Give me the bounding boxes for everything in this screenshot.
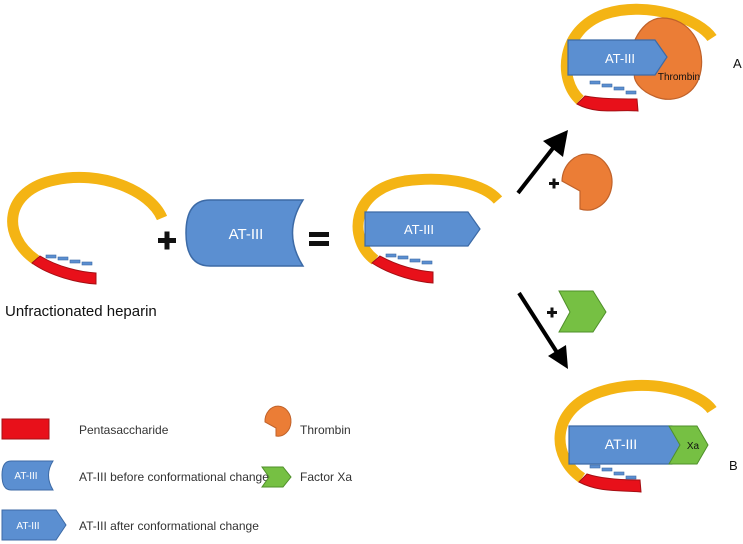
equals-icon [309,232,329,246]
plus-icon [547,307,557,318]
plus-icon [158,231,176,250]
legend-thrombin-swatch [264,405,292,437]
legend-factor-xa-label: Factor Xa [300,470,352,484]
legend-atiii-icon-label: AT-III [14,471,37,482]
binding-site-dashes [589,80,637,95]
legend-atiii-after-label: AT-III after conformational change [79,519,259,533]
legend-pentasaccharide-swatch [1,418,50,440]
factor-xa-free-shape [558,290,607,333]
heparin-arc [352,173,503,265]
unfractionated-heparin-label: Unfractionated heparin [5,303,157,320]
atiii-before-shape: AT-III [185,199,305,267]
binding-site-dashes [589,464,637,480]
legend-atiii-after-swatch: AT-III [1,509,67,541]
atiii-label: AT-III [605,436,637,452]
legend-atiii-before-swatch: AT-III [1,460,54,491]
thrombin-label: Thrombin [658,72,700,83]
pentasaccharide-segment [578,473,642,493]
legend-thrombin-label: Thrombin [300,423,351,437]
atiii-after-shape [567,39,668,76]
factor-xa-bound-shape [668,425,709,465]
legend: Pentasaccharide AT-III AT-III before con… [1,405,352,541]
xa-label: Xa [687,441,700,452]
heparin-arc [560,3,717,105]
thrombin-free-shape [561,153,613,211]
panel-b-label: B [729,458,738,473]
unfractionated-heparin-molecule [7,171,168,285]
legend-atiii-before-label: AT-III before conformational change [79,470,269,484]
heparin-arc [7,171,168,265]
arrow-down-right-icon [517,291,568,369]
atiii-label: AT-III [404,222,434,237]
heparin-atiii-complex: AT-III [352,173,503,284]
binding-site-dashes [385,253,433,265]
legend-atiii-icon-label: AT-III [16,521,39,532]
heparin-arc [554,380,717,483]
arrow-up-right-icon [516,130,568,195]
pentasaccharide-segment [31,255,97,285]
atiii-after-shape [364,211,481,247]
pentasaccharide-segment [576,95,639,112]
pentasaccharide-segment [371,255,434,284]
complex-b-factor-xa: AT-III Xa [554,380,717,493]
complex-a-thrombin: AT-III Thrombin [560,3,717,112]
panel-a-label: A [733,56,742,71]
plus-icon [549,178,559,189]
thrombin-bound-shape [633,17,703,100]
binding-site-dashes [45,254,93,266]
legend-pentasaccharide-label: Pentasaccharide [79,423,169,437]
legend-factor-xa-swatch [261,466,292,488]
atiii-label: AT-III [605,51,635,66]
atiii-label: AT-III [229,226,264,243]
